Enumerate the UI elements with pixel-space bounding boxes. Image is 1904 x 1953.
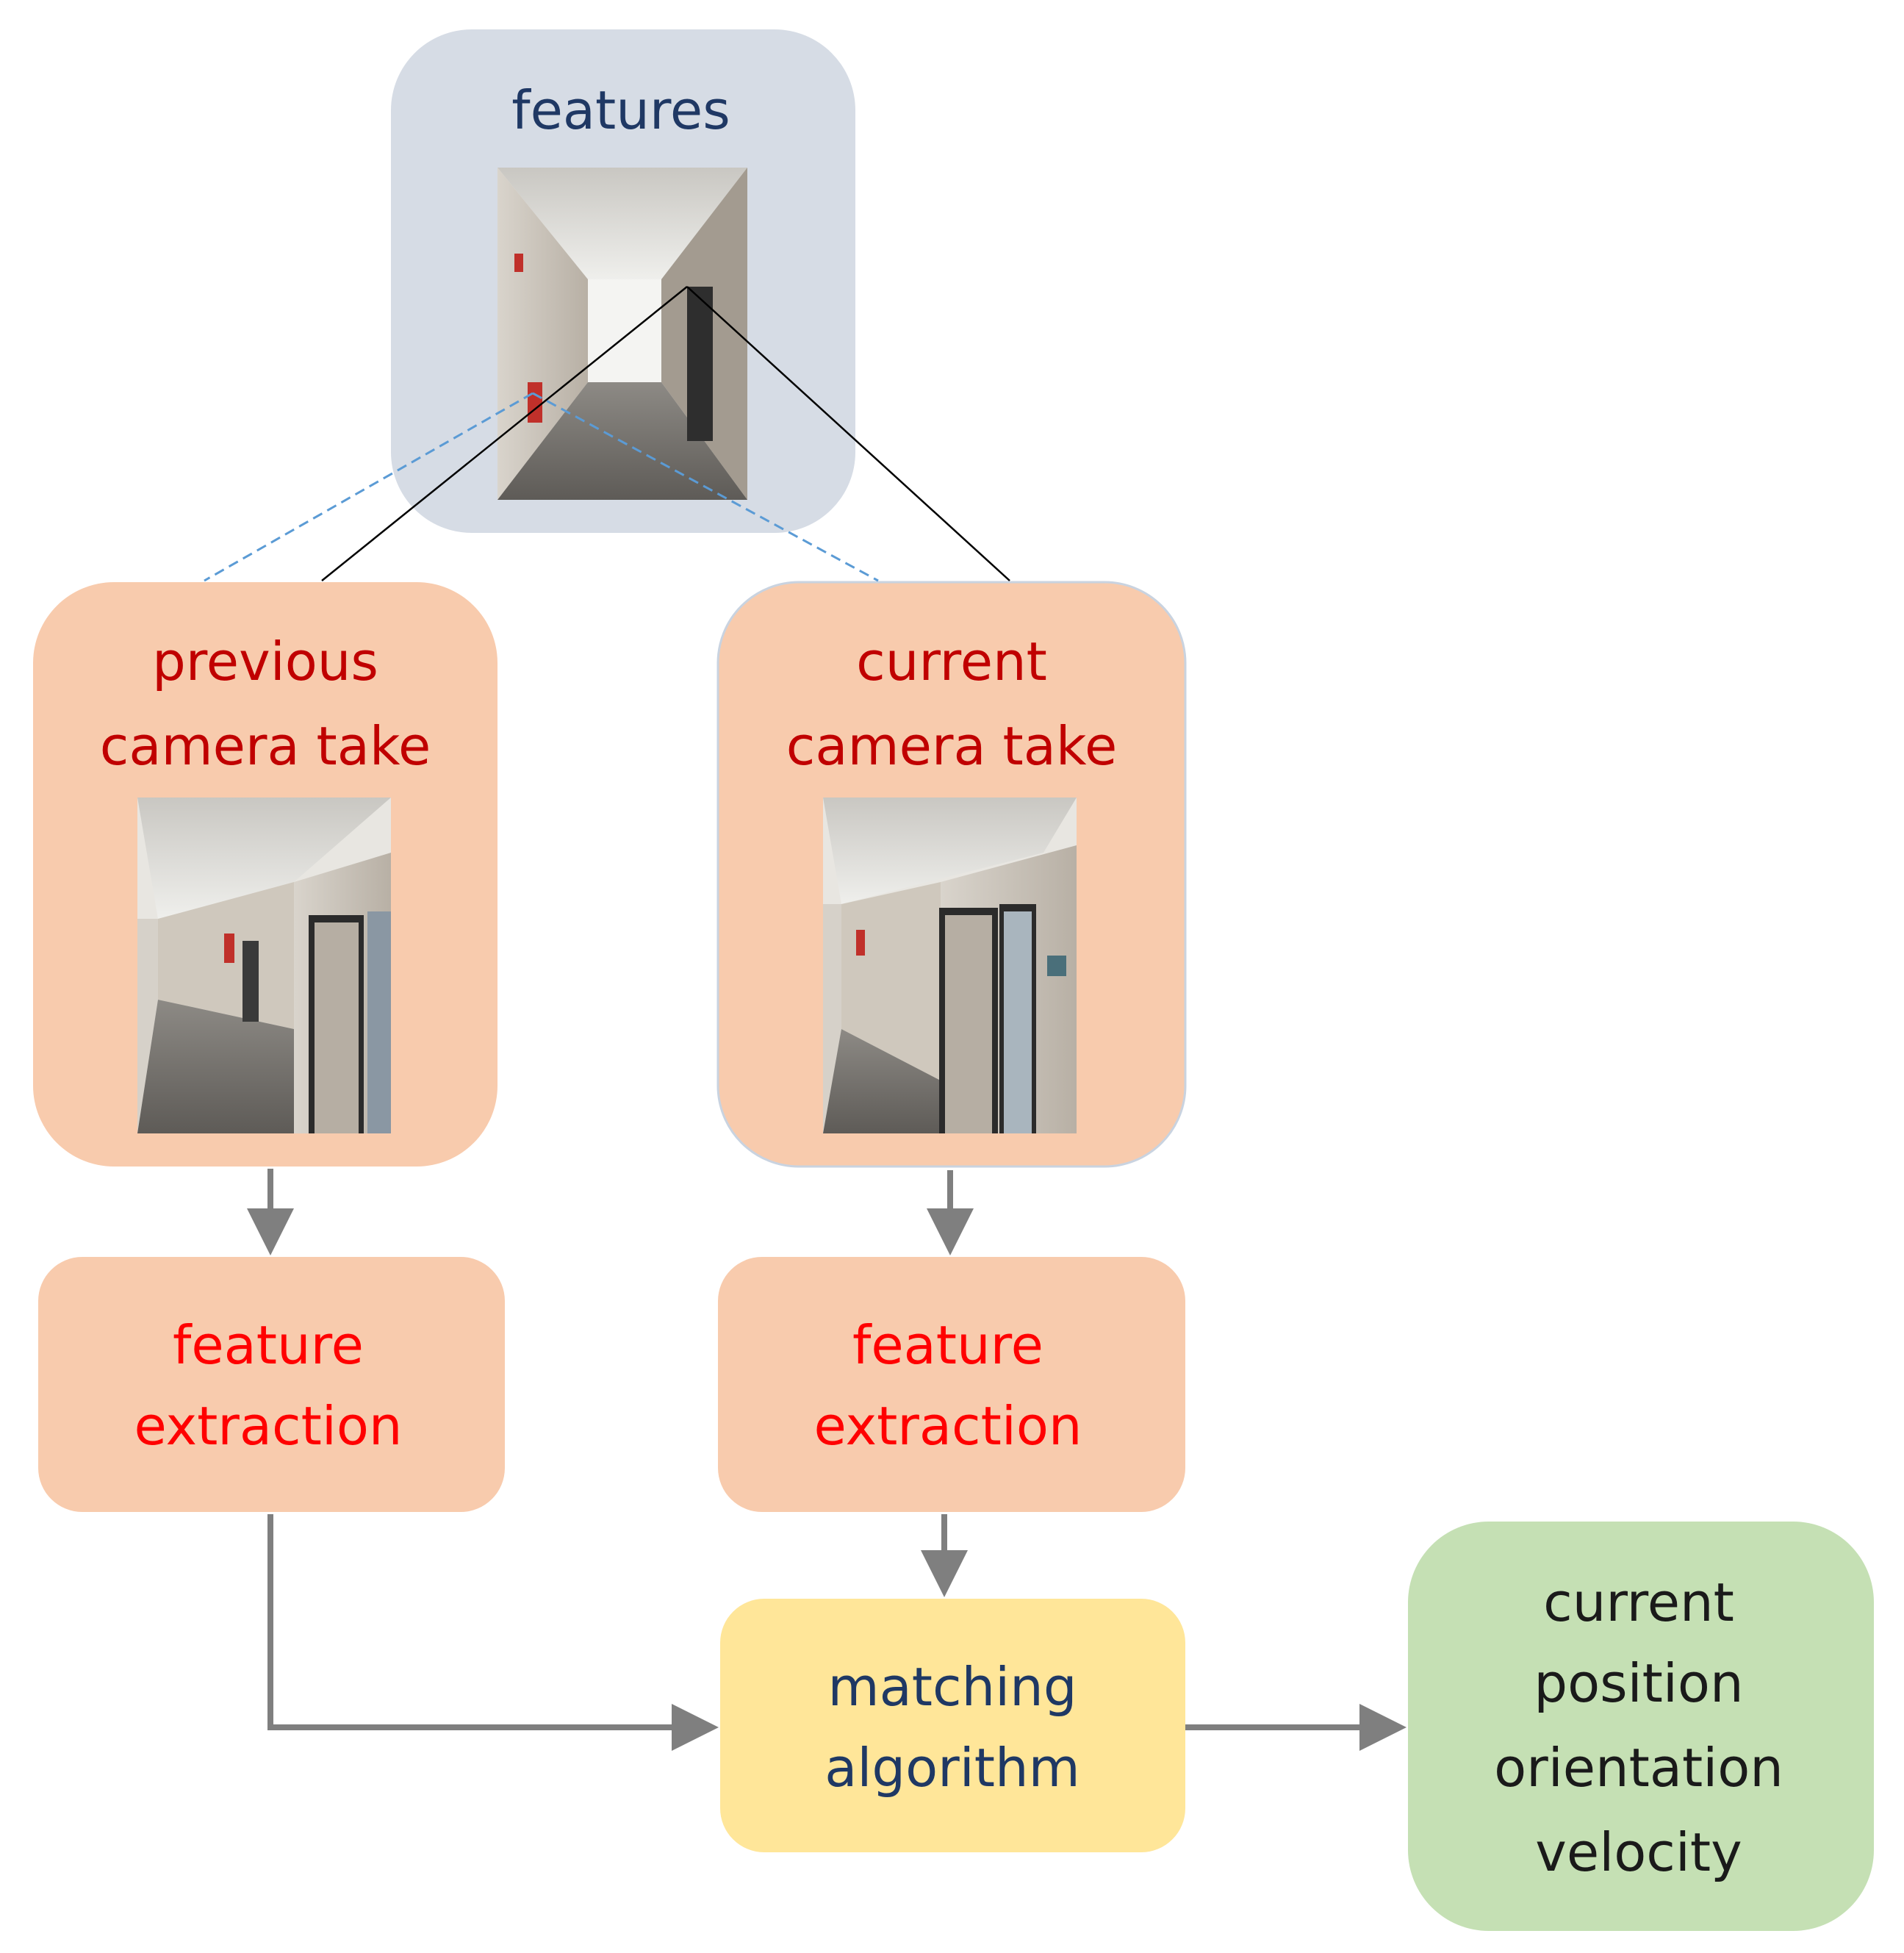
dashed-correspondence-line-left [204,392,534,582]
result-label-line1: current [1543,1572,1734,1633]
feature-extraction-left-box [38,1257,505,1512]
result-label-line4: velocity [1535,1821,1742,1883]
arrow-left-extraction-to-matching [267,1514,719,1751]
feature-extraction-right-label-line1: feature [852,1314,1043,1376]
feature-extraction-left-label-line1: feature [173,1314,364,1376]
solid-correspondence-line-left [321,286,688,581]
matching-algorithm-box [720,1599,1185,1852]
feature-extraction-right-label-line2: extraction [813,1395,1082,1457]
hallway-photo-icon [137,798,391,1133]
current-camera-take-label-line2: camera take [786,715,1118,777]
hallway-photo-icon [823,798,1077,1133]
result-label-line3: orientation [1494,1737,1783,1799]
matching-algorithm-label-line1: matching [827,1656,1077,1718]
dashed-correspondence-line-right [532,392,879,582]
feature-extraction-left-label-line2: extraction [134,1395,402,1457]
result-label-line2: position [1534,1652,1743,1714]
solid-correspondence-line-right [686,286,1010,581]
result-box [1408,1522,1874,1931]
previous-camera-take-label-line1: previous [152,631,378,692]
hallway-photo-icon [497,168,747,500]
features-label: features [511,79,730,141]
matching-algorithm-label-line2: algorithm [825,1737,1079,1799]
feature-extraction-right-box [718,1257,1185,1512]
previous-camera-take-label-line2: camera take [100,715,431,777]
current-camera-take-label-line1: current [856,631,1047,692]
